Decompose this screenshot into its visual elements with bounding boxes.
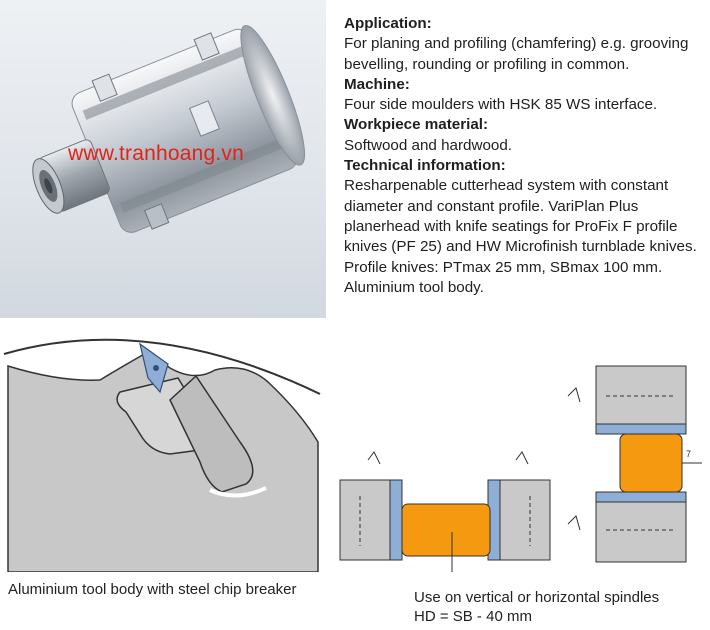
right-caption-line2: HD = SB - 40 mm <box>414 608 532 625</box>
technical-text: Resharpenable cutterhead system with con… <box>344 177 697 296</box>
specification-text: Application: For planing and profiling (… <box>344 14 706 298</box>
workpiece-text: Softwood and hardwood. <box>344 136 513 154</box>
spindle-arrangement-diagram: 7 <box>330 356 710 572</box>
technical-heading: Technical information: <box>344 157 506 175</box>
tool-body-cross-section <box>0 322 330 573</box>
machine-text: Four side moulders with HSK 85 WS interf… <box>344 96 658 114</box>
watermark-text: www.tranhoang.vn <box>68 142 244 165</box>
cutterhead-illustration <box>32 24 305 233</box>
horizontal-spindle-set <box>339 451 551 572</box>
application-heading: Application: <box>344 15 432 32</box>
machine-heading: Machine: <box>344 75 410 93</box>
vertical-spindle-set <box>567 365 702 563</box>
offset-label: 7 <box>686 449 691 459</box>
right-caption-line1: Use on vertical or horizontal spindles <box>414 589 660 606</box>
cross-section-drawing <box>3 338 321 573</box>
product-photo: www.tranhoang.vn <box>0 0 326 318</box>
spindle-drawing: 7 <box>339 365 702 572</box>
right-caption: Use on vertical or horizontal spindles H… <box>414 588 710 626</box>
application-text: For planing and profiling (chamfering) e… <box>344 35 689 73</box>
left-caption: Aluminium tool body with steel chip brea… <box>8 581 297 598</box>
workpiece-heading: Workpiece material: <box>344 116 489 134</box>
